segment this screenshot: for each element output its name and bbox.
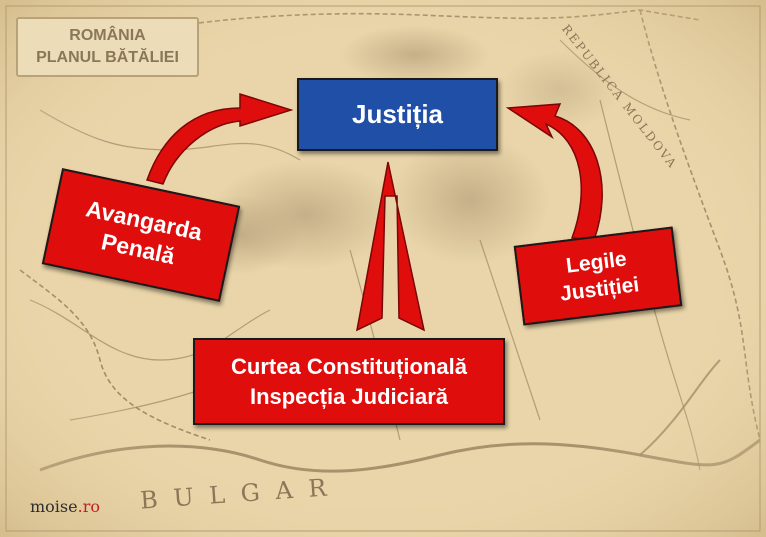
right-curved-arrow [505,103,603,241]
title-box: ROMÂNIA PLANUL BĂTĂLIEI [16,17,199,77]
justitia-label: Justiția [351,99,444,129]
credit-tld: .ro [77,497,100,516]
center-up-arrow [355,161,426,332]
left-curved-arrow [146,92,294,185]
curtea-line-2: Inspecția Judiciară [249,383,449,409]
curtea-inspectia-box: Curtea Constituțională Inspecția Judicia… [193,338,505,425]
title-line-2: PLANUL BĂTĂLIEI [36,49,179,66]
credit-name: moise [30,497,78,516]
curtea-line-1: Curtea Constituțională [231,353,467,379]
site-credit: moise.ro [30,497,100,516]
justitia-box: Justiția [297,78,498,151]
title-line-1: ROMÂNIA [69,27,146,44]
